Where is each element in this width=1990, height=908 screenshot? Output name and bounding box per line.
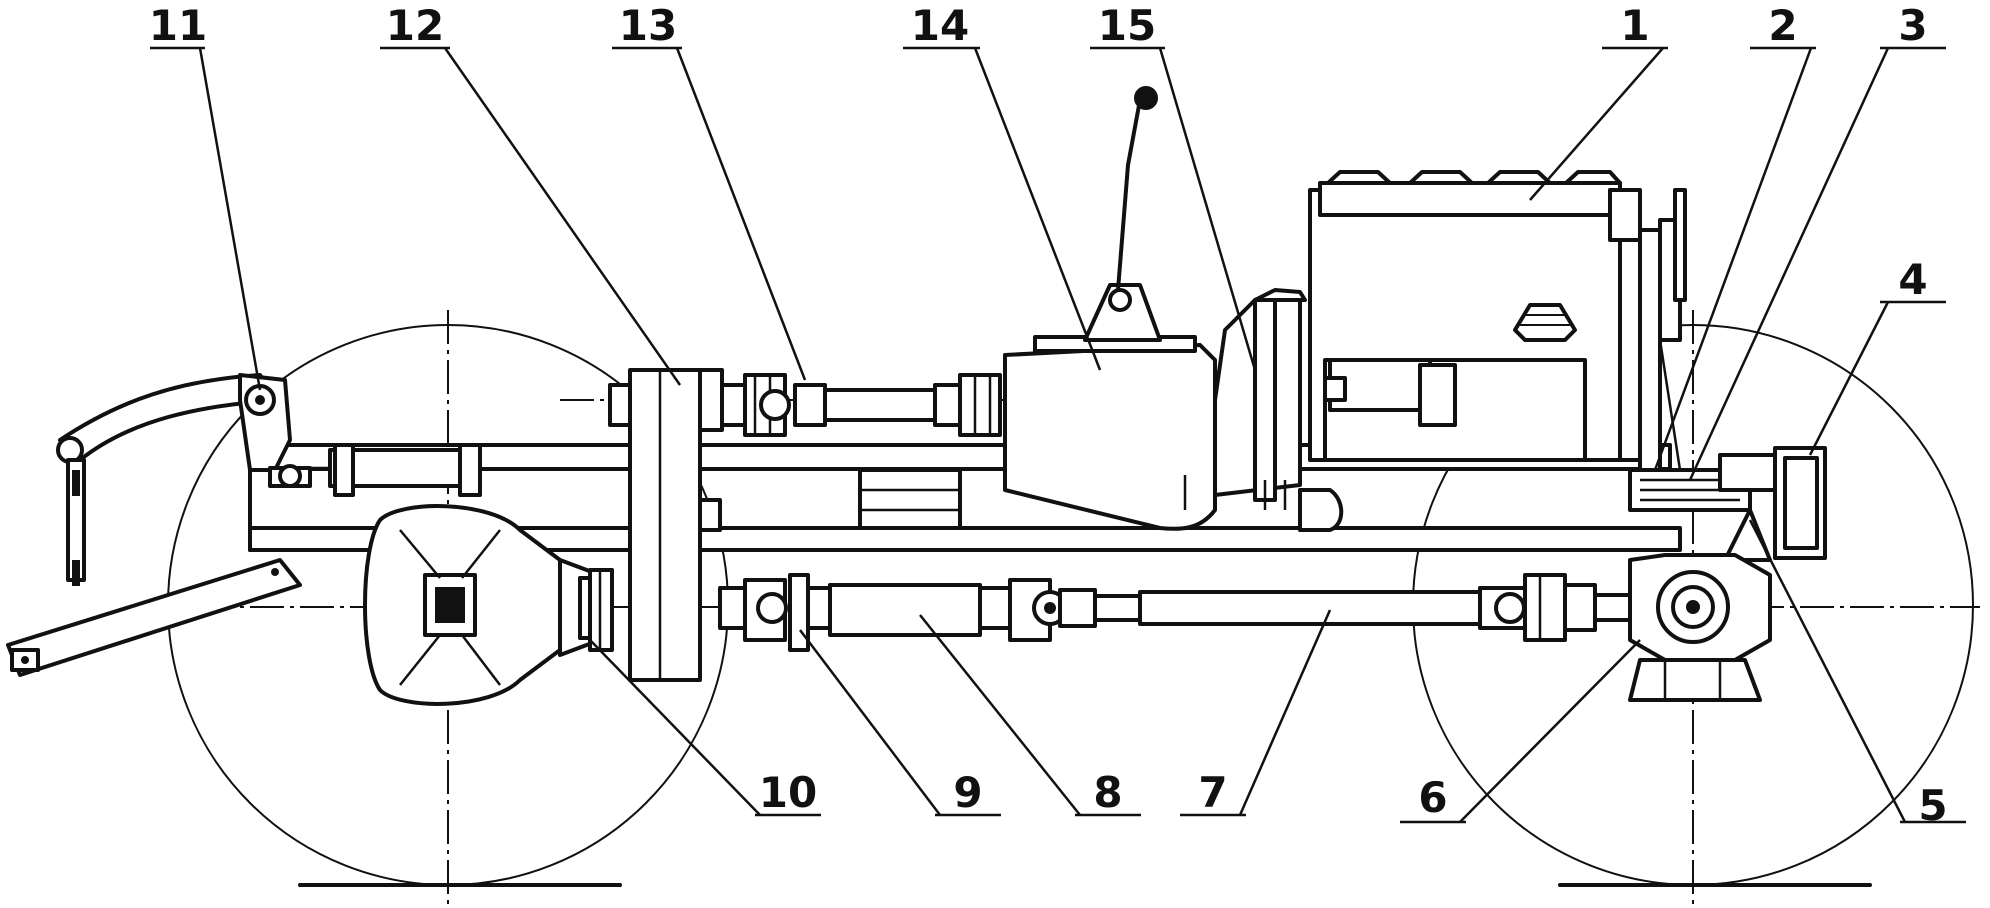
rear-hitch-linkage — [6, 373, 312, 677]
callout-labels: 11 12 13 14 15 1 2 3 4 5 6 7 8 9 10 — [149, 1, 1948, 830]
transfer-plate — [608, 368, 724, 682]
callout-label-9: 9 — [953, 768, 982, 817]
callout-label-11: 11 — [149, 1, 207, 50]
callout-label-12: 12 — [386, 1, 444, 50]
callout-label-15: 15 — [1098, 1, 1156, 50]
callout-label-4: 4 — [1898, 255, 1927, 304]
front-axle-housing — [1628, 553, 1772, 702]
leader-lines — [150, 46, 1966, 824]
clutch-housing — [1213, 288, 1344, 532]
callout-label-5: 5 — [1918, 781, 1947, 830]
frame — [248, 443, 1682, 552]
callout-label-10: 10 — [759, 768, 817, 817]
rear-axle-housing — [363, 504, 602, 706]
upper-cardan-shaft — [720, 373, 1002, 437]
callout-label-8: 8 — [1093, 768, 1122, 817]
gearbox — [1003, 86, 1217, 531]
fan-drive — [1618, 188, 1687, 472]
hitch-cylinder — [300, 443, 482, 497]
callout-label-3: 3 — [1898, 1, 1927, 50]
callout-label-14: 14 — [911, 1, 969, 50]
callout-label-13: 13 — [619, 1, 677, 50]
engine — [1308, 170, 1642, 462]
callout-label-7: 7 — [1198, 768, 1227, 817]
callout-label-6: 6 — [1418, 773, 1447, 822]
callout-label-2: 2 — [1768, 1, 1797, 50]
lower-drive-line — [578, 568, 1632, 652]
callout-label-1: 1 — [1620, 1, 1649, 50]
